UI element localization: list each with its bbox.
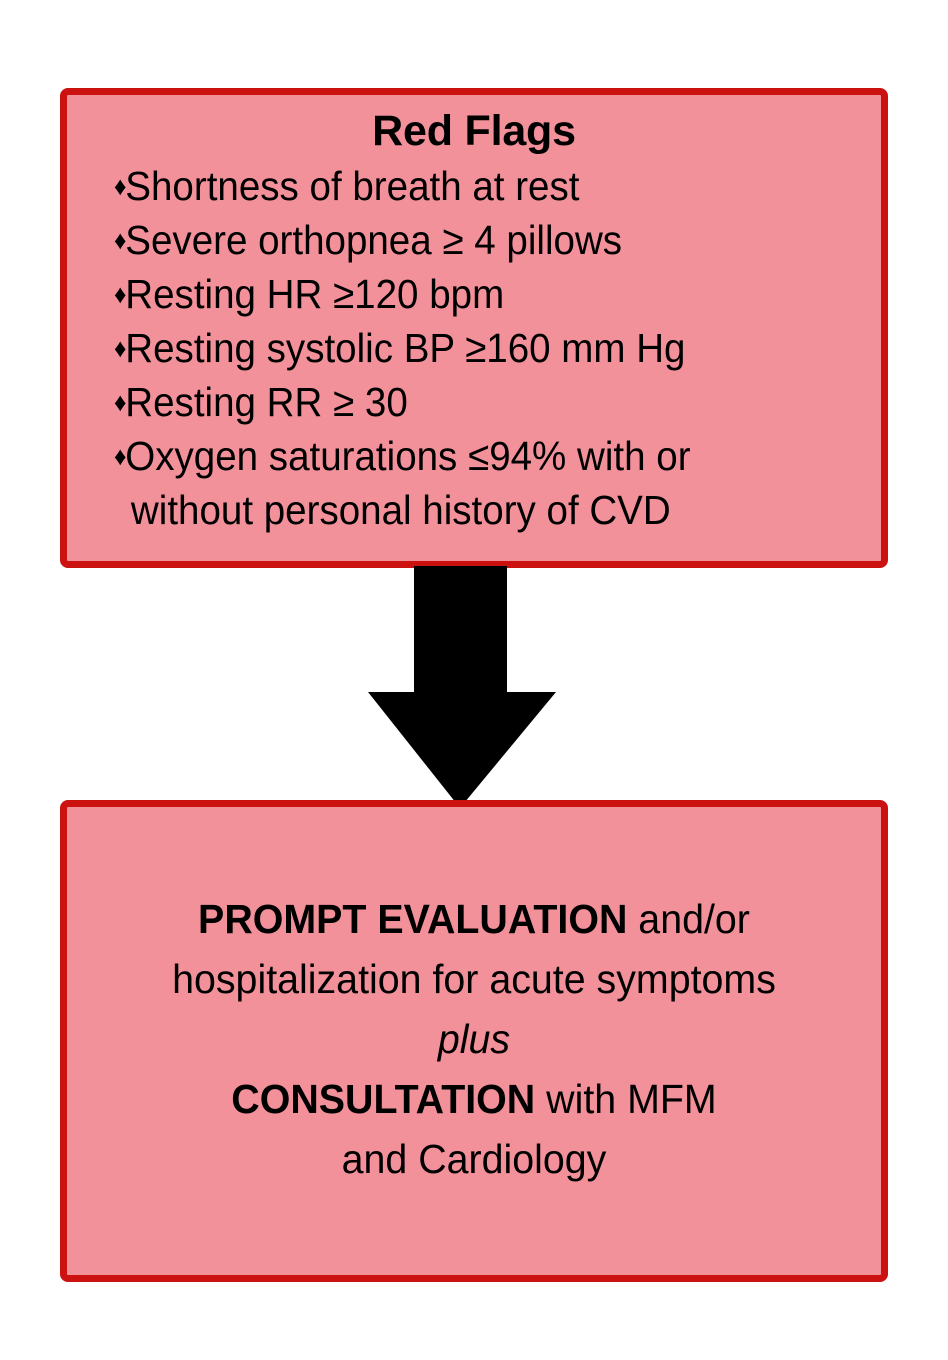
list-item-label: Oxygen saturations ≤94% with or [125, 433, 691, 479]
diamond-bullet-icon: ♦ [114, 387, 127, 417]
red-flags-box: Red Flags ♦ Shortness of breath at rest … [60, 88, 888, 568]
list-item: ♦ Resting systolic BP ≥160 mm Hg [67, 321, 832, 375]
list-item: ♦ Resting RR ≥ 30 [67, 375, 832, 429]
action-line: CONSULTATION with MFM [83, 1069, 864, 1129]
list-item-label: Resting HR ≥120 bpm [125, 271, 505, 317]
list-item: ♦ Shortness of breath at rest [67, 159, 832, 213]
diamond-bullet-icon: ♦ [114, 225, 127, 255]
list-item-label: Severe orthopnea ≥ 4 pillows [125, 217, 623, 263]
action-box: PROMPT EVALUATION and/or hospitalization… [60, 800, 888, 1282]
action-line: plus [83, 1009, 864, 1069]
down-arrow-icon [368, 566, 556, 808]
diamond-bullet-icon: ♦ [114, 333, 127, 363]
action-line: PROMPT EVALUATION and/or [83, 889, 864, 949]
list-item-label: Shortness of breath at rest [125, 163, 580, 209]
diamond-bullet-icon: ♦ [114, 171, 127, 201]
action-line: and Cardiology [83, 1129, 864, 1189]
action-line: hospitalization for acute symptoms [83, 949, 864, 1009]
action-emphasis: PROMPT EVALUATION [198, 896, 628, 942]
red-flags-title: Red Flags [372, 107, 576, 155]
list-item: ♦ Resting HR ≥120 bpm [67, 267, 832, 321]
list-item-label: Resting RR ≥ 30 [125, 379, 408, 425]
action-text: and Cardiology [341, 1136, 607, 1182]
action-text-block: PROMPT EVALUATION and/or hospitalization… [67, 889, 881, 1189]
list-item-label-continuation: without personal history of CVD [130, 487, 671, 533]
list-item: ♦ Severe orthopnea ≥ 4 pillows [67, 213, 832, 267]
list-item-label: Resting systolic BP ≥160 mm Hg [125, 325, 686, 371]
action-conjunction: plus [437, 1016, 511, 1062]
red-flags-bullet-list: ♦ Shortness of breath at rest ♦ Severe o… [67, 159, 881, 537]
action-text: hospitalization for acute symptoms [172, 956, 776, 1002]
action-text: with MFM [535, 1076, 717, 1122]
diamond-bullet-icon: ♦ [114, 279, 127, 309]
action-text: and/or [627, 896, 750, 942]
list-item: ♦ Oxygen saturations ≤94% with or withou… [67, 429, 832, 537]
diamond-bullet-icon: ♦ [114, 441, 127, 471]
action-emphasis: CONSULTATION [231, 1076, 536, 1122]
